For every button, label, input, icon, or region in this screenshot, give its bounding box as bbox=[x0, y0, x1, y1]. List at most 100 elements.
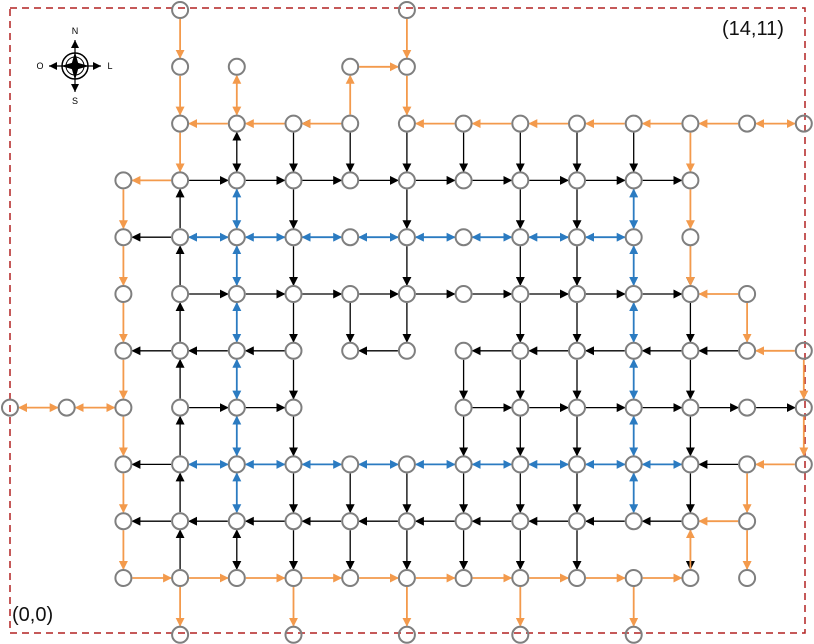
grid-node bbox=[454, 171, 473, 190]
grid-node bbox=[227, 57, 246, 76]
grid-node bbox=[341, 341, 360, 360]
grid-node bbox=[794, 398, 813, 417]
compass-icon: N S O L bbox=[36, 26, 112, 106]
grid-node bbox=[341, 228, 360, 247]
boundary-box bbox=[9, 7, 806, 634]
grid-node bbox=[397, 285, 416, 303]
grid-node bbox=[227, 285, 246, 303]
grid-node bbox=[171, 285, 190, 303]
grid-node bbox=[624, 625, 643, 644]
grid-node bbox=[171, 398, 190, 417]
compass-south-label: S bbox=[72, 96, 78, 106]
grid-node bbox=[284, 455, 303, 474]
grid-node bbox=[738, 341, 757, 360]
grid-node bbox=[681, 285, 700, 303]
grid-node bbox=[511, 228, 530, 247]
compass-west-label: O bbox=[36, 61, 43, 71]
grid-node bbox=[738, 285, 757, 303]
grid-node bbox=[511, 285, 530, 303]
compass-north-label: N bbox=[72, 26, 79, 36]
grid-node bbox=[341, 285, 360, 303]
grid-node bbox=[114, 285, 133, 303]
grid-node bbox=[568, 285, 586, 303]
grid-node bbox=[397, 171, 416, 190]
grid-node bbox=[454, 512, 473, 531]
grid-node bbox=[284, 285, 303, 303]
edges-layer bbox=[18, 19, 809, 627]
grid-node bbox=[341, 455, 360, 474]
grid-node bbox=[227, 398, 246, 417]
grid-node bbox=[114, 228, 133, 247]
grid-node bbox=[284, 398, 303, 417]
grid-node bbox=[171, 455, 190, 474]
grid-node bbox=[284, 171, 303, 190]
grid-node bbox=[284, 341, 303, 360]
grid-node bbox=[681, 398, 700, 417]
grid-node bbox=[284, 625, 303, 644]
grid-node bbox=[454, 398, 473, 417]
grid-node bbox=[171, 57, 190, 76]
grid-node bbox=[284, 512, 303, 531]
grid-node bbox=[681, 341, 700, 360]
grid-node bbox=[738, 512, 757, 531]
grid-node bbox=[171, 228, 190, 247]
grid-node bbox=[397, 569, 416, 587]
grid-node bbox=[511, 625, 530, 644]
grid-node bbox=[454, 455, 473, 474]
grid-node bbox=[171, 341, 190, 360]
grid-node bbox=[227, 171, 246, 190]
grid-node bbox=[397, 455, 416, 474]
grid-node bbox=[171, 171, 190, 190]
grid-node bbox=[1, 398, 19, 417]
grid-node bbox=[341, 114, 360, 133]
grid-node bbox=[511, 512, 530, 531]
grid-node bbox=[397, 114, 416, 133]
grid-node bbox=[511, 398, 530, 417]
grid-node bbox=[568, 455, 586, 474]
grid-node bbox=[794, 114, 813, 133]
grid-node bbox=[341, 512, 360, 531]
grid-node bbox=[341, 171, 360, 190]
grid-node bbox=[511, 341, 530, 360]
grid-node bbox=[397, 625, 416, 644]
grid-node bbox=[794, 455, 813, 474]
grid-node bbox=[511, 171, 530, 190]
grid-node bbox=[568, 228, 586, 247]
grid-node bbox=[341, 57, 360, 76]
grid-node bbox=[57, 398, 76, 417]
grid-node bbox=[397, 228, 416, 247]
grid-node bbox=[681, 171, 700, 190]
grid-node bbox=[114, 455, 133, 474]
grid-node bbox=[624, 285, 643, 303]
grid-node bbox=[738, 455, 757, 474]
grid-node bbox=[114, 569, 133, 587]
grid-node bbox=[454, 285, 473, 303]
grid-node bbox=[454, 228, 473, 247]
grid-node bbox=[624, 398, 643, 417]
grid-node bbox=[227, 512, 246, 531]
grid-node bbox=[794, 341, 813, 360]
grid-node bbox=[624, 512, 643, 531]
grid-node bbox=[624, 114, 643, 133]
compass-east-label: L bbox=[107, 61, 112, 71]
grid-node bbox=[568, 398, 586, 417]
grid-node bbox=[171, 569, 190, 587]
grid-node bbox=[568, 171, 586, 190]
grid-node bbox=[284, 228, 303, 247]
grid-node bbox=[284, 114, 303, 133]
grid-node bbox=[114, 171, 133, 190]
grid-node bbox=[227, 569, 246, 587]
grid-node bbox=[681, 569, 700, 587]
grid-node bbox=[568, 114, 586, 133]
grid-node bbox=[738, 569, 757, 587]
grid-node bbox=[227, 114, 246, 133]
grid-node bbox=[227, 341, 246, 360]
grid-node bbox=[397, 57, 416, 76]
grid-node bbox=[454, 114, 473, 133]
grid-node bbox=[171, 512, 190, 531]
grid-node bbox=[114, 398, 133, 417]
grid-node bbox=[624, 171, 643, 190]
grid-node bbox=[397, 512, 416, 531]
extent-label: (14,11) bbox=[722, 18, 784, 40]
